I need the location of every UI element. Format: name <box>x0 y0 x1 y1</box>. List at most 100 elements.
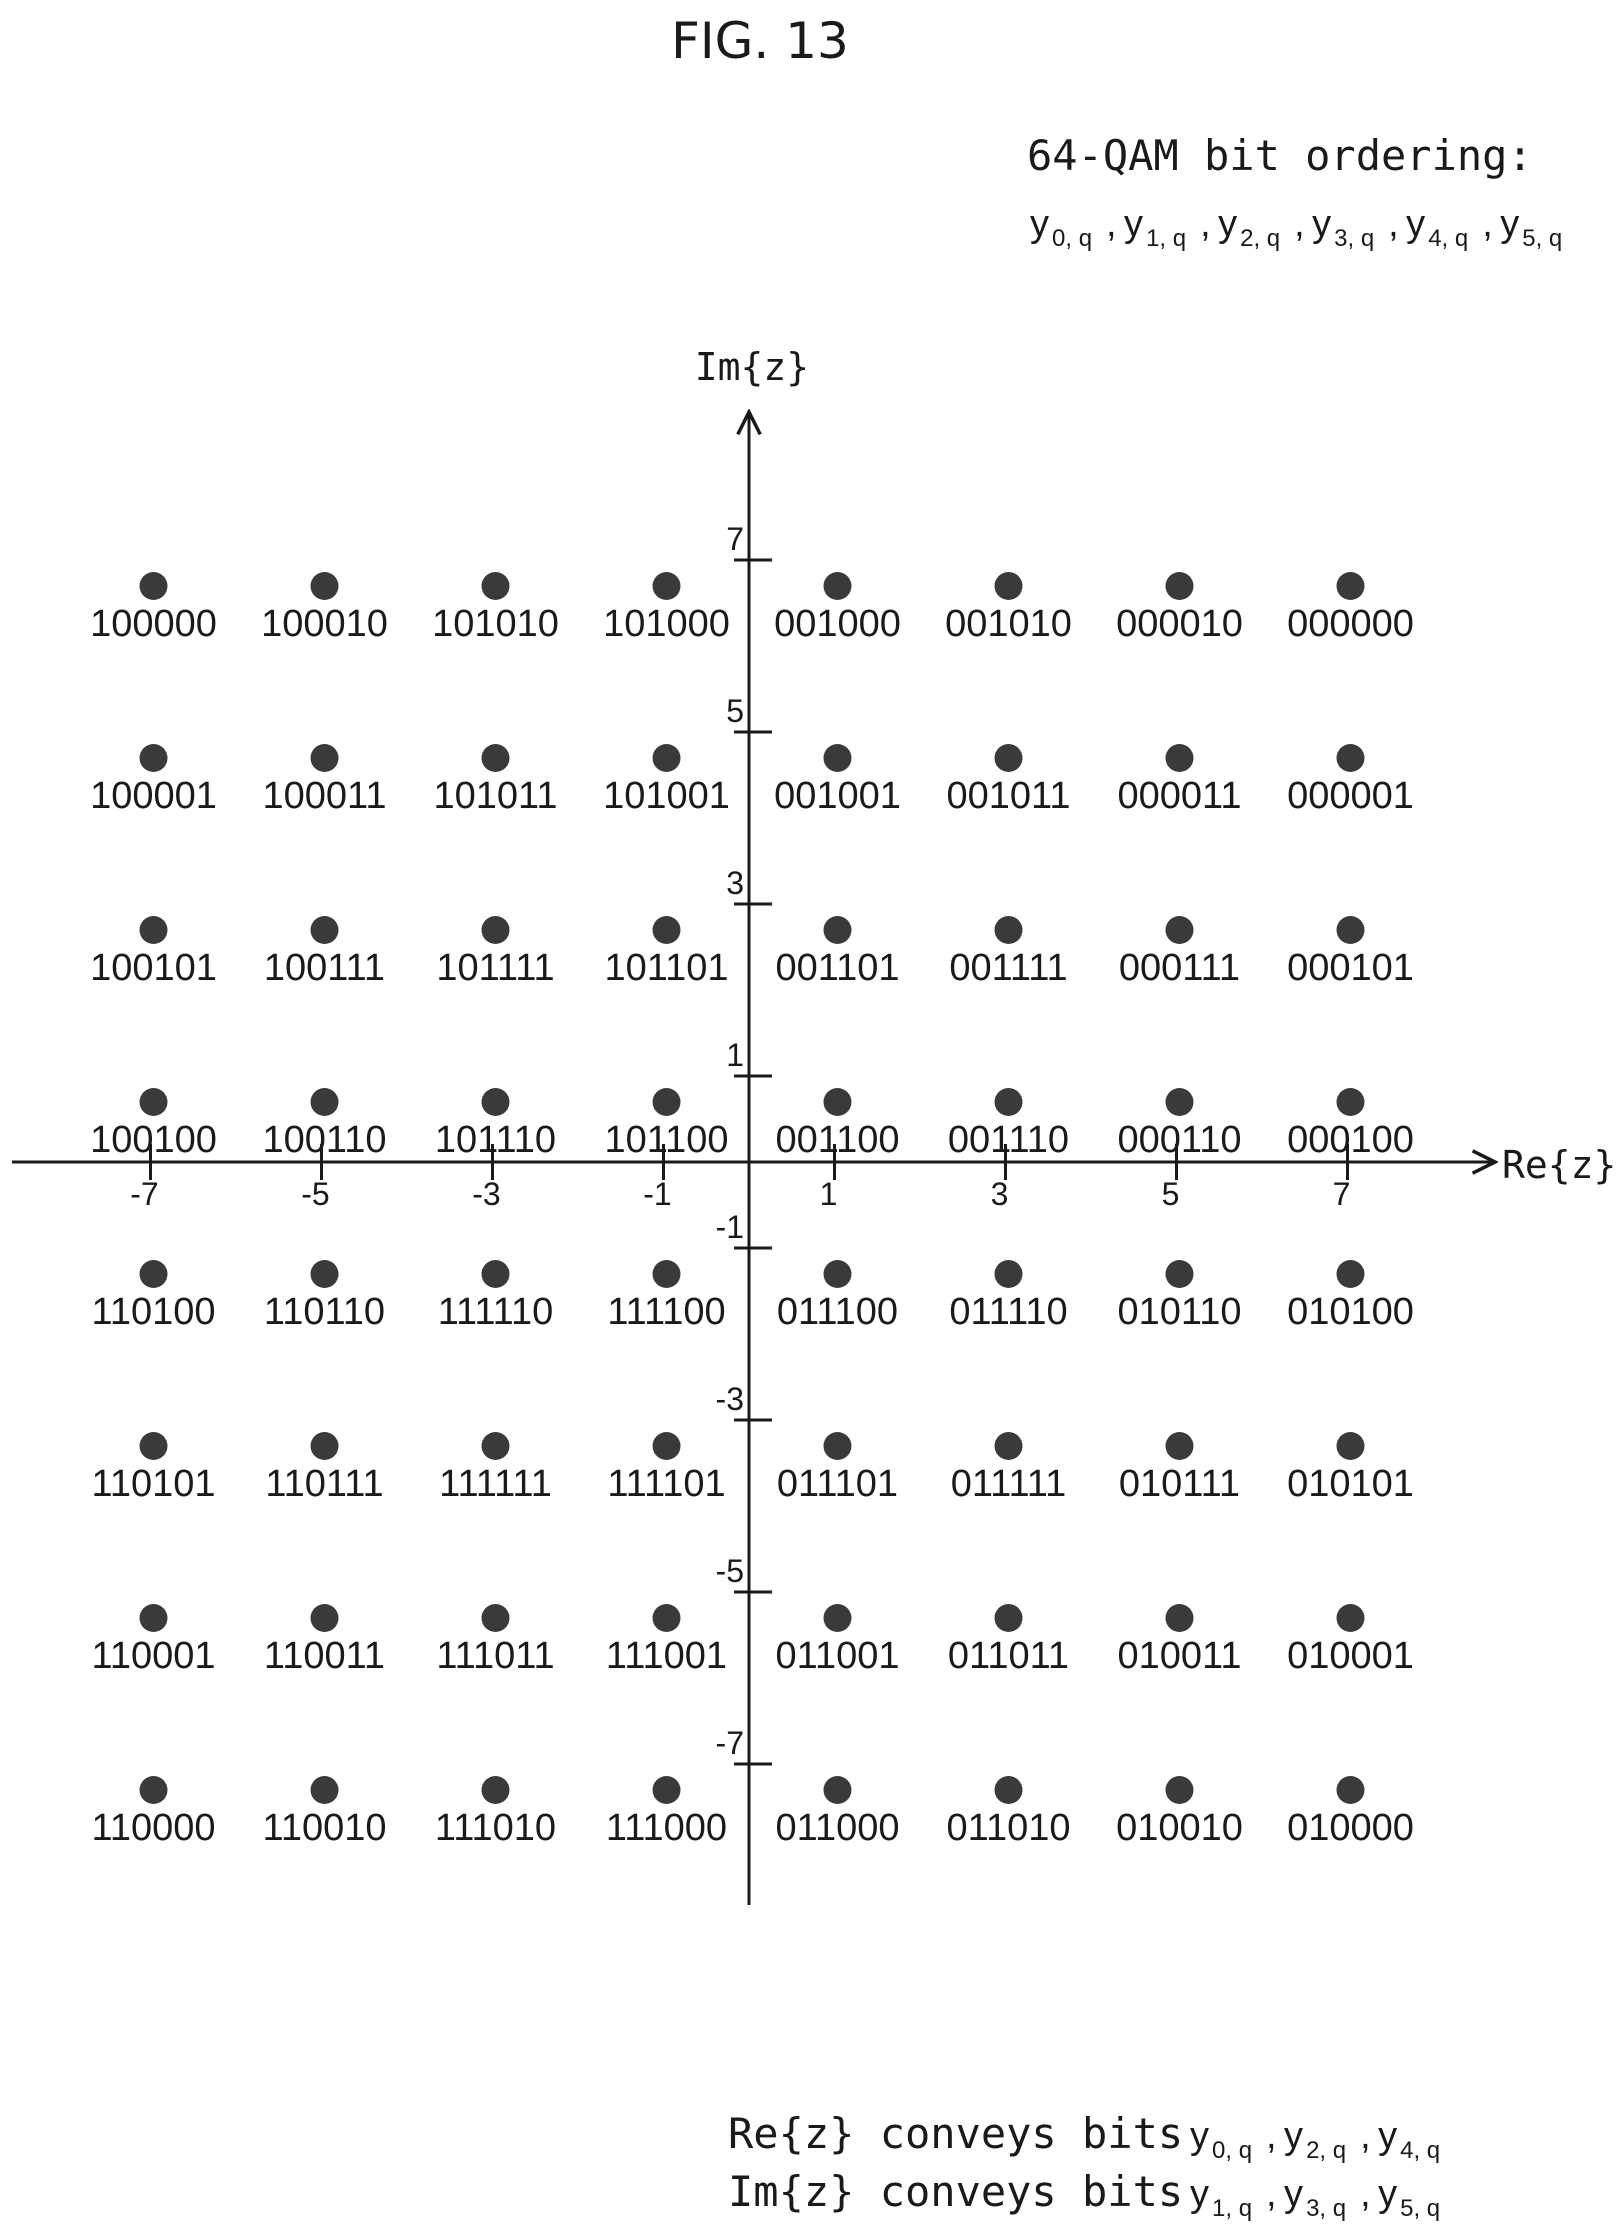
y-tick-label: 5 <box>726 693 744 729</box>
constellation-point <box>482 1604 510 1632</box>
constellation-bit-label: 010101 <box>1287 1463 1414 1505</box>
constellation-bit-label: 011101 <box>777 1463 898 1505</box>
constellation-bit-label: 101010 <box>432 603 559 645</box>
constellation-point <box>653 572 681 600</box>
constellation-point <box>140 1088 168 1116</box>
constellation-point <box>482 1432 510 1460</box>
constellation-bit-label: 110011 <box>264 1635 385 1677</box>
constellation-bit-label: 101110 <box>435 1119 556 1161</box>
footer-re-bit-sub-2: 4, q <box>1400 2137 1440 2164</box>
constellation-bit-label: 110010 <box>263 1807 387 1849</box>
constellation-point <box>824 744 852 772</box>
constellation-point <box>1166 1776 1194 1804</box>
constellation-point <box>482 1260 510 1288</box>
footer-im-bit-sub-1: 3, q <box>1306 2195 1346 2222</box>
constellation-point <box>824 1776 852 1804</box>
constellation-point <box>311 916 339 944</box>
constellation-bit-label: 010100 <box>1287 1291 1414 1333</box>
footer-im-text: Im{z} conveys bits <box>728 2167 1183 2216</box>
footer-re-bit-base-2: y <box>1378 2115 1397 2157</box>
constellation-point <box>140 916 168 944</box>
constellation-point <box>140 1260 168 1288</box>
constellation-point <box>1337 1604 1365 1632</box>
constellation-point <box>311 572 339 600</box>
constellation-bit-label: 111011 <box>436 1635 554 1677</box>
constellation-bit-label: 010011 <box>1118 1635 1242 1677</box>
bit-order-sub-2: 2, q <box>1240 225 1280 252</box>
y-tick-label: 3 <box>726 865 744 901</box>
constellation-point <box>311 1088 339 1116</box>
constellation-bit-label: 011000 <box>776 1807 900 1849</box>
constellation-point <box>140 744 168 772</box>
footer-re-bit-sub-0: 0, q <box>1212 2137 1252 2164</box>
footer-re-bit-base-1: y <box>1284 2115 1303 2157</box>
footer-im-bit-base-0: y <box>1190 2173 1209 2215</box>
constellation-point <box>824 1604 852 1632</box>
constellation-bit-label: 110101 <box>92 1463 216 1505</box>
constellation-point <box>1166 744 1194 772</box>
x-tick-label: -1 <box>643 1176 671 1212</box>
footer-re-bit-sub-1: 2, q <box>1306 2137 1346 2164</box>
x-tick-label: 3 <box>991 1176 1009 1212</box>
x-tick-label: -7 <box>130 1176 158 1212</box>
constellation-point <box>653 1088 681 1116</box>
constellation-points: 1000001000101010101010000010000010100000… <box>90 572 1414 1849</box>
constellation-point <box>1166 1432 1194 1460</box>
constellation-point <box>1166 1088 1194 1116</box>
constellation-bit-label: 011110 <box>949 1291 1067 1333</box>
real-axis-label: Re{z} <box>1502 1143 1616 1187</box>
bit-order-base-1: y <box>1124 203 1143 245</box>
constellation-bit-label: 011111 <box>951 1463 1067 1505</box>
x-tick-label: 7 <box>1333 1176 1351 1212</box>
constellation-point <box>653 1776 681 1804</box>
constellation-point <box>1166 916 1194 944</box>
constellation-bit-label: 110110 <box>264 1291 385 1333</box>
y-tick-label: -7 <box>716 1725 744 1761</box>
constellation-bit-label: 101111 <box>436 947 554 989</box>
constellation-bit-label: 001011 <box>947 775 1071 817</box>
constellation-bit-label: 001101 <box>776 947 900 989</box>
constellation-bit-label: 111010 <box>435 1807 556 1849</box>
constellation-bit-label: 010001 <box>1287 1635 1414 1677</box>
constellation-bit-label: 010111 <box>1119 1463 1240 1505</box>
constellation-point <box>140 1604 168 1632</box>
footer-im-bit-base-2: y <box>1378 2173 1397 2215</box>
bit-order-sub-1: 1, q <box>1146 225 1186 252</box>
constellation-point <box>311 1260 339 1288</box>
constellation-point <box>995 1776 1023 1804</box>
x-tick-label: -5 <box>301 1176 329 1212</box>
constellation-bit-label: 101000 <box>603 603 730 645</box>
constellation-point <box>311 1604 339 1632</box>
bit-order-sub-0: 0, q <box>1052 225 1092 252</box>
bit-order-base-4: y <box>1406 203 1425 245</box>
bit-order-base-5: y <box>1500 203 1519 245</box>
bit-ordering-list: y0, q,y1, q,y2, q,y3, q,y4, q,y5, q <box>1030 203 1562 252</box>
footer-re-bit-base-0: y <box>1190 2115 1209 2157</box>
constellation-bit-label: 011010 <box>947 1807 1071 1849</box>
constellation-bit-label: 100011 <box>263 775 387 817</box>
bit-order-sub-3: 3, q <box>1334 225 1374 252</box>
constellation-bit-label: 001000 <box>774 603 901 645</box>
y-tick-label: -3 <box>716 1381 744 1417</box>
footer-re-line: Re{z} conveys bitsy0, q,y2, q,y4, q <box>728 2109 1440 2164</box>
constellation-bit-label: 100000 <box>90 603 217 645</box>
constellation-bit-label: 011100 <box>777 1291 898 1333</box>
constellation-point <box>824 1260 852 1288</box>
bit-order-comma-3: , <box>1388 203 1399 245</box>
constellation-point <box>1166 572 1194 600</box>
constellation-bit-label: 101011 <box>434 775 558 817</box>
constellation-point <box>1166 1260 1194 1288</box>
constellation-bit-label: 110111 <box>265 1463 383 1505</box>
constellation-point <box>1337 916 1365 944</box>
constellation-bit-label: 001010 <box>945 603 1072 645</box>
constellation-bit-label: 001111 <box>949 947 1067 989</box>
constellation-point <box>311 1432 339 1460</box>
constellation-bit-label: 000110 <box>1118 1119 1242 1161</box>
y-tick-label: -1 <box>716 1209 744 1245</box>
footer-im-bit-base-1: y <box>1284 2173 1303 2215</box>
constellation-bit-label: 111100 <box>607 1291 725 1333</box>
constellation-point <box>995 1088 1023 1116</box>
constellation-point <box>653 916 681 944</box>
constellation-bit-label: 100001 <box>90 775 217 817</box>
